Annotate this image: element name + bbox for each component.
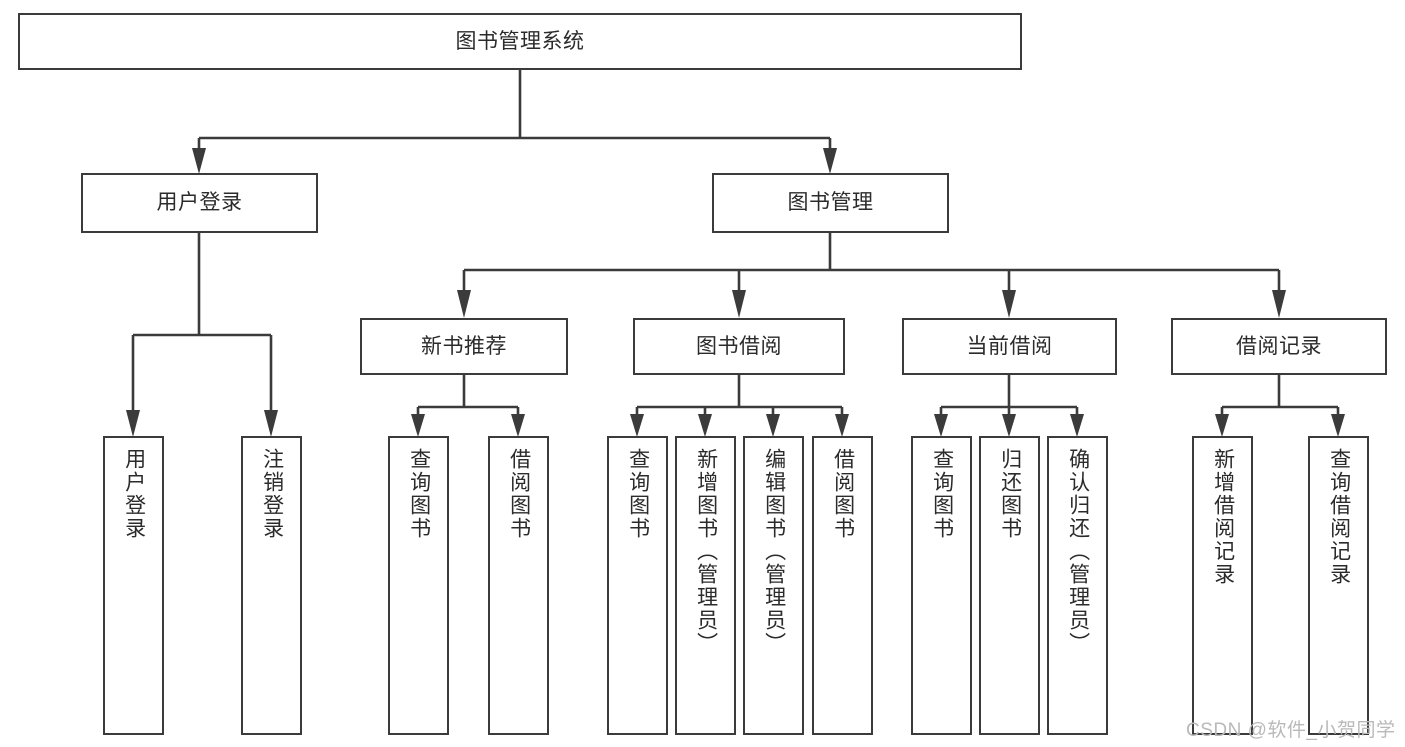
leaf-borrow-record-query-record[interactable]: 查询借阅记录 [1308,436,1369,735]
node-label: 图书借阅 [696,334,782,358]
node-label: 借阅图书 [831,448,855,540]
leaf-new-book-query-book[interactable]: 查询图书 [388,436,449,735]
node-book-management[interactable]: 图书管理 [712,173,949,233]
leaf-borrow-record-add-record[interactable]: 新增借阅记录 [1192,436,1253,735]
node-user-login[interactable]: 用户登录 [81,173,318,233]
arrow-bm-c1 [457,290,471,318]
node-label: 图书管理 [787,191,874,215]
node-root-book-management-system[interactable]: 图书管理系统 [18,13,1022,70]
node-borrow-record[interactable]: 借阅记录 [1171,318,1387,375]
arrow-bm-c3 [1002,290,1016,318]
node-label: 注销登录 [260,448,284,540]
node-label: 新增图书（管理员） [694,448,718,655]
arrow-bm-c4 [1272,290,1286,318]
node-label: 归还图书 [998,448,1022,540]
arrow-ul-c2 [264,410,278,437]
arrow-cb-c1 [934,414,948,437]
node-label: 新书推荐 [421,334,507,358]
arrow-nb-c2 [511,414,525,437]
arrow-cb-c3 [1070,414,1084,437]
node-label: 图书管理系统 [455,29,585,53]
csdn-watermark: CSDN @软件_小贺同学 [1186,720,1396,741]
node-label: 查询图书 [626,448,650,540]
leaf-user-login-logout[interactable]: 注销登录 [241,436,302,735]
arrow-cb-c2 [1002,414,1016,437]
leaf-current-borrow-query-book[interactable]: 查询图书 [911,436,972,735]
leaf-current-borrow-confirm-return-admin[interactable]: 确认归还（管理员） [1047,436,1108,735]
leaf-current-borrow-return-book[interactable]: 归还图书 [979,436,1040,735]
node-label: 用户登录 [156,191,243,215]
node-label: 新增借阅记录 [1211,448,1235,586]
leaf-book-borrow-borrow-book[interactable]: 借阅图书 [812,436,873,735]
arrow-bm-c2 [732,290,746,318]
node-label: 查询图书 [407,448,431,540]
node-label: 用户登录 [122,448,146,540]
node-label: 查询借阅记录 [1327,448,1351,586]
node-book-borrow[interactable]: 图书借阅 [633,318,845,375]
arrow-ul-c1 [126,410,140,437]
leaf-book-borrow-add-book-admin[interactable]: 新增图书（管理员） [675,436,736,735]
node-label: 当前借阅 [966,334,1053,358]
arrow-bb-c1 [630,414,644,437]
node-current-borrow[interactable]: 当前借阅 [902,318,1117,375]
node-label: 确认归还（管理员） [1066,448,1090,655]
arrow-br-c2 [1331,414,1345,437]
node-label: 借阅图书 [507,448,531,540]
node-label: 查询图书 [930,448,954,540]
arrow-root-to-user-login [192,148,206,174]
leaf-book-borrow-edit-book-admin[interactable]: 编辑图书（管理员） [743,436,804,735]
node-label: 借阅记录 [1236,334,1322,358]
arrow-bb-c2 [698,414,712,437]
node-new-book-recommend[interactable]: 新书推荐 [360,318,568,375]
leaf-user-login-login[interactable]: 用户登录 [103,436,164,735]
node-label: 编辑图书（管理员） [762,448,786,655]
leaf-new-book-borrow-book[interactable]: 借阅图书 [488,436,549,735]
arrow-bb-c3 [766,414,780,437]
arrow-bb-c4 [835,414,849,437]
arrow-br-c1 [1215,414,1229,437]
arrow-root-to-book-manage [823,148,837,174]
arrow-nb-c1 [411,414,425,437]
leaf-book-borrow-query-book[interactable]: 查询图书 [607,436,668,735]
